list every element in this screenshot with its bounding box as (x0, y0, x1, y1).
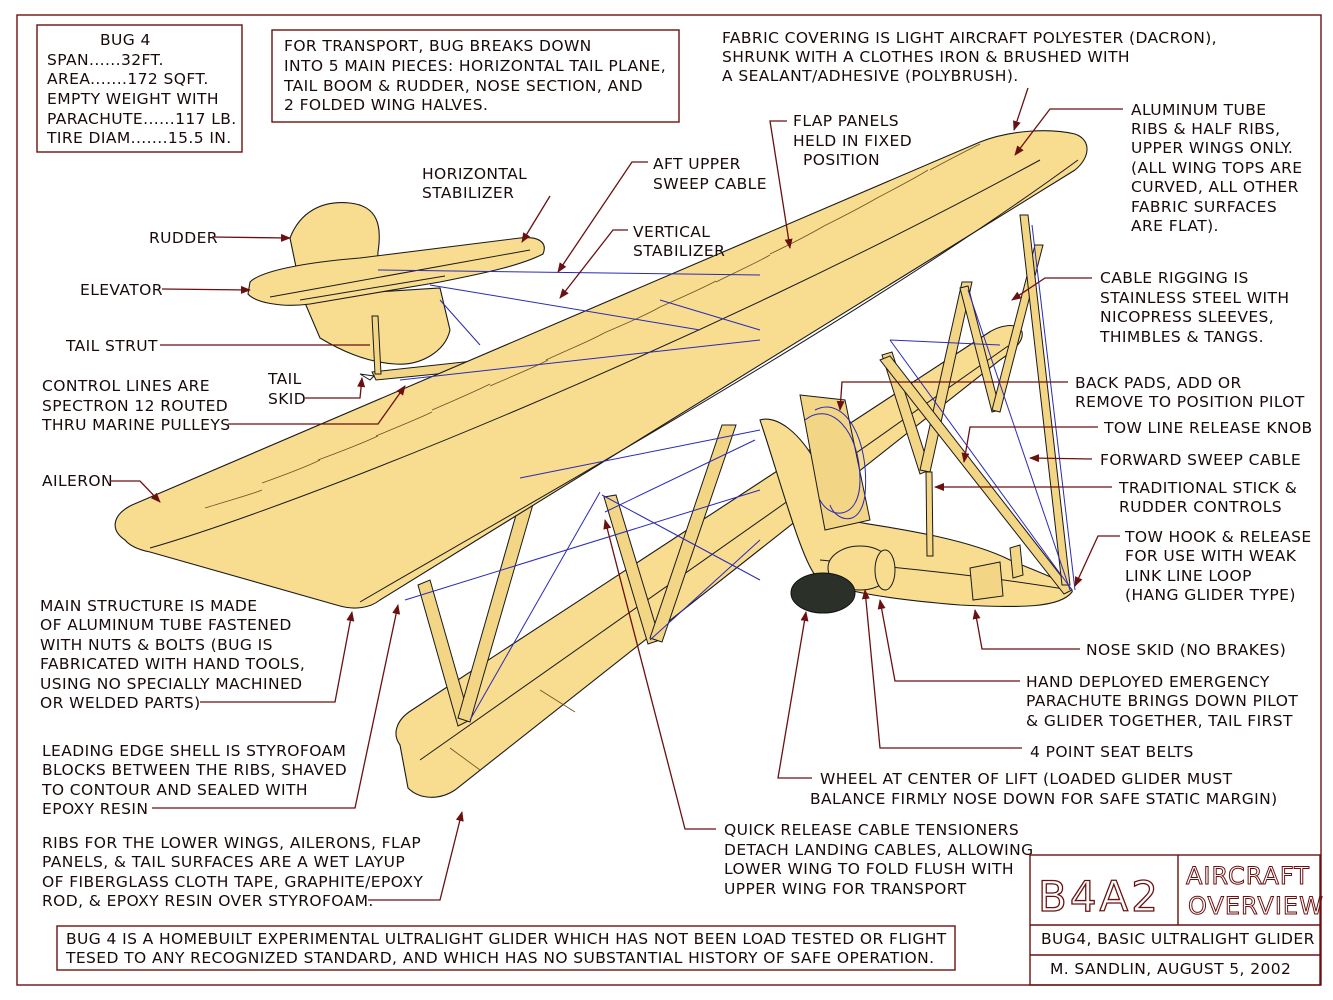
label-ribs-3: UPPER WINGS ONLY. (1131, 139, 1293, 157)
label-wheel-1: WHEEL AT CENTER OF LIFT (LOADED GLIDER M… (820, 770, 1233, 788)
label-main-5: USING NO SPECIALLY MACHINED (40, 675, 302, 693)
label-vstab-1: VERTICAL (633, 223, 710, 241)
label-ribs-lower-4: ROD, & EPOXY RESIN OVER STYROFOAM. (42, 892, 374, 910)
aircraft-illustration (114, 130, 1088, 798)
label-cable-1: CABLE RIGGING IS (1100, 269, 1249, 287)
label-flap-2: HELD IN FIXED (793, 132, 912, 150)
label-leading-1: LEADING EDGE SHELL IS STYROFOAM (42, 742, 346, 760)
label-main-6: OR WELDED PARTS) (40, 694, 201, 712)
wheel-shape (790, 572, 856, 614)
transport-line-2: INTO 5 MAIN PIECES: HORIZONTAL TAIL PLAN… (284, 57, 666, 75)
label-ribs-2: RIBS & HALF RIBS, (1131, 120, 1281, 138)
drawing-title-2: OVERVIEW (1188, 892, 1324, 920)
label-parachute-2: PARACHUTE BRINGS DOWN PILOT (1026, 692, 1298, 710)
label-ribs-6: FABRIC SURFACES (1131, 198, 1277, 216)
label-parachute-3: & GLIDER TOGETHER, TAIL FIRST (1026, 712, 1293, 730)
drawing-title-1: AIRCRAFT (1186, 862, 1310, 890)
spec-tire: TIRE DIAM.......15.5 IN. (46, 129, 232, 147)
horizontal-stabilizer-shape (247, 237, 545, 306)
label-control-2: SPECTRON 12 ROUTED (42, 397, 228, 415)
label-ribs-1: ALUMINUM TUBE (1131, 101, 1266, 119)
label-hstab-2: STABILIZER (422, 184, 514, 202)
label-fabric-1: FABRIC COVERING IS LIGHT AIRCRAFT POLYES… (722, 29, 1217, 47)
drawing-author: M. SANDLIN, AUGUST 5, 2002 (1050, 960, 1291, 978)
disclaimer-box (56, 925, 956, 971)
label-ribs-5: CURVED, ALL OTHER (1131, 178, 1299, 196)
label-seat-belts: 4 POINT SEAT BELTS (1030, 743, 1194, 761)
specs-box (36, 24, 243, 153)
label-ribs-4: (ALL WING TOPS ARE (1131, 159, 1302, 177)
label-ribs-lower-1: RIBS FOR THE LOWER WINGS, AILERONS, FLAP (42, 834, 421, 852)
label-hstab-1: HORIZONTAL (422, 165, 527, 183)
label-cable-4: THIMBLES & TANGS. (1099, 328, 1264, 346)
label-tow-hook-2: FOR USE WITH WEAK (1125, 547, 1297, 565)
label-vstab-2: STABILIZER (633, 242, 725, 260)
label-rudder: RUDDER (149, 229, 218, 247)
drawing-number: B4A2 (1038, 872, 1161, 921)
label-nose-skid: NOSE SKID (NO BRAKES) (1086, 641, 1286, 659)
label-ribs-lower-2: PANELS, & TAIL SURFACES ARE A WET LAYUP (42, 853, 405, 871)
sheet-border (16, 14, 1322, 986)
label-elevator: ELEVATOR (80, 281, 163, 299)
transport-box (271, 29, 680, 123)
label-fabric-2: SHRUNK WITH A CLOTHES IRON & BRUSHED WIT… (722, 48, 1130, 66)
label-ribs-lower-3: OF FIBERGLASS CLOTH TAPE, GRAPHITE/EPOXY (42, 873, 423, 891)
label-stick-2: RUDDER CONTROLS (1119, 498, 1282, 516)
label-parachute-1: HAND DEPLOYED EMERGENCY (1026, 673, 1270, 691)
disclaimer-line-2: TESED TO ANY RECOGNIZED STANDARD, AND WH… (65, 949, 934, 967)
label-tail-skid-1: TAIL (267, 370, 302, 388)
label-main-4: FABRICATED WITH HAND TOOLS, (40, 655, 305, 673)
drawing-subtitle: BUG4, BASIC ULTRALIGHT GLIDER (1041, 930, 1315, 948)
label-tow-hook-4: (HANG GLIDER TYPE) (1125, 586, 1296, 604)
title-block: B4A2 AIRCRAFT OVERVIEW BUG4, BASIC ULTRA… (1029, 854, 1324, 986)
label-main-3: WITH NUTS & BOLTS (BUG IS (40, 636, 273, 654)
label-main-2: OF ALUMINUM TUBE FASTENED (40, 616, 292, 634)
label-quick-4: UPPER WING FOR TRANSPORT (724, 880, 967, 898)
label-back-pads-1: BACK PADS, ADD OR (1075, 374, 1242, 392)
label-aileron: AILERON (42, 472, 113, 490)
label-tow-hook-1: TOW HOOK & RELEASE (1124, 528, 1312, 546)
label-stick-1: TRADITIONAL STICK & (1118, 479, 1297, 497)
label-fabric-3: A SEALANT/ADHESIVE (POLYBRUSH). (722, 67, 1019, 85)
upper-wing (114, 130, 1088, 609)
label-flap-3: POSITION (803, 151, 880, 169)
label-wheel-2: BALANCE FIRMLY NOSE DOWN FOR SAFE STATIC… (810, 790, 1278, 808)
label-main-1: MAIN STRUCTURE IS MADE (40, 597, 257, 615)
label-control-3: THRU MARINE PULLEYS (41, 416, 230, 434)
label-cable-3: NICOPRESS SLEEVES, (1100, 308, 1274, 326)
label-control-1: CONTROL LINES ARE (42, 377, 210, 395)
transport-line-3: TAIL BOOM & RUDDER, NOSE SECTION, AND (283, 77, 643, 95)
label-aft-sweep-1: AFT UPPER (653, 155, 741, 173)
label-cable-2: STAINLESS STEEL WITH (1100, 289, 1289, 307)
label-quick-2: DETACH LANDING CABLES, ALLOWING (724, 841, 1034, 859)
spec-empty-weight: EMPTY WEIGHT WITH (47, 90, 219, 108)
label-aft-sweep-2: SWEEP CABLE (653, 175, 767, 193)
label-tow-hook-3: LINK LINE LOOP (1125, 567, 1252, 585)
specs-title: BUG 4 (100, 31, 151, 49)
label-forward-sweep: FORWARD SWEEP CABLE (1100, 451, 1301, 469)
label-quick-3: LOWER WING TO FOLD FLUSH WITH (724, 860, 1014, 878)
label-tail-skid-2: SKID (268, 390, 306, 408)
label-tail-strut: TAIL STRUT (65, 337, 158, 355)
label-back-pads-2: REMOVE TO POSITION PILOT (1075, 393, 1305, 411)
label-tow-knob: TOW LINE RELEASE KNOB (1103, 419, 1313, 437)
label-leading-2: BLOCKS BETWEEN THE RIBS, SHAVED (42, 761, 347, 779)
disclaimer-line-1: BUG 4 IS A HOMEBUILT EXPERIMENTAL ULTRAL… (66, 930, 947, 948)
label-leading-3: TO CONTOUR AND SEALED WITH (41, 781, 308, 799)
label-leading-4: EPOXY RESIN (42, 800, 148, 818)
spec-parachute: PARACHUTE......117 LB. (47, 110, 237, 128)
spec-area: AREA.......172 SQFT. (47, 70, 209, 88)
lower-wing (395, 325, 1023, 798)
transport-line-4: 2 FOLDED WING HALVES. (284, 96, 488, 114)
transport-line-1: FOR TRANSPORT, BUG BREAKS DOWN (284, 37, 592, 55)
spec-span: SPAN......32FT. (47, 51, 164, 69)
label-quick-1: QUICK RELEASE CABLE TENSIONERS (724, 821, 1019, 839)
label-ribs-7: ARE FLAT). (1131, 217, 1219, 235)
label-flap-1: FLAP PANELS (793, 112, 899, 130)
